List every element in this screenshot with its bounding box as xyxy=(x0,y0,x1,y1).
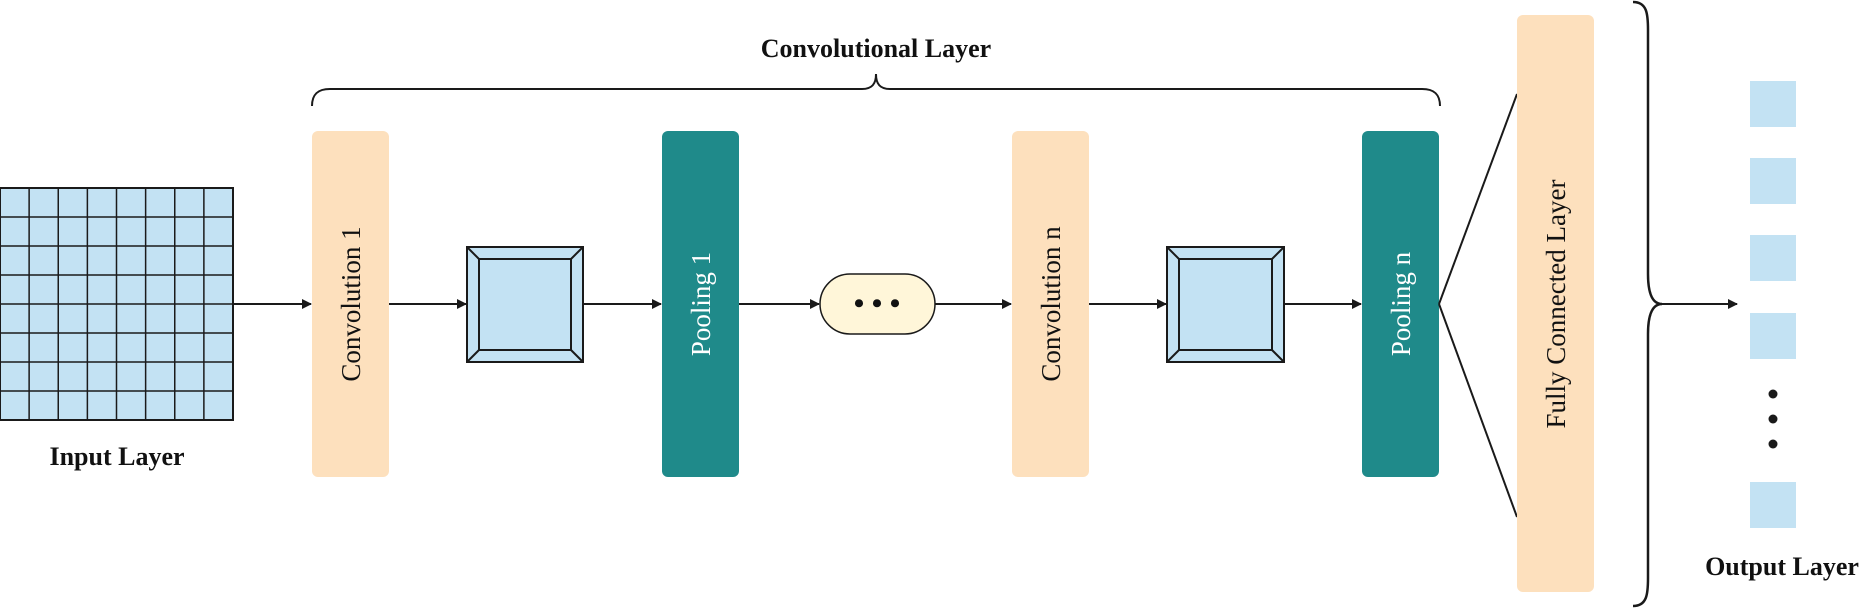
fully-connected-block xyxy=(1517,15,1594,592)
convolution-n-block xyxy=(1012,131,1089,477)
convolution-1-block xyxy=(312,131,389,477)
pooling-1-label: Pooling 1 xyxy=(686,252,716,356)
convolutional-layer-title: Convolutional Layer xyxy=(761,34,991,63)
output-layer-label: Output Layer xyxy=(1705,552,1859,581)
ellipsis-pill xyxy=(819,273,936,335)
pooling-n-label: Pooling n xyxy=(1386,251,1416,356)
output-node xyxy=(1750,482,1796,528)
pooling-n-block xyxy=(1362,131,1439,477)
output-node xyxy=(1750,313,1796,359)
feature-map-n xyxy=(1166,246,1285,363)
ellipsis-text: • • • xyxy=(854,287,901,320)
feature-map-1 xyxy=(466,246,584,363)
convolution-n-label: Convolution n xyxy=(1036,226,1066,382)
output-node xyxy=(1750,235,1796,281)
output-node xyxy=(1750,81,1796,127)
convolution-1-label: Convolution 1 xyxy=(336,226,366,381)
input-layer-grid xyxy=(0,187,234,421)
fan-line-bottom xyxy=(1438,303,1518,518)
input-grid-lines xyxy=(0,188,233,420)
convolutional-layer-brace xyxy=(311,73,1441,107)
output-ellipsis-dots xyxy=(1768,389,1778,449)
input-layer-label: Input Layer xyxy=(49,442,184,471)
fully-connected-label: Fully Connected Layer xyxy=(1541,180,1571,429)
output-node xyxy=(1750,158,1796,204)
fan-line-top xyxy=(1438,93,1518,305)
output-brace xyxy=(1632,0,1663,608)
pooling-1-block xyxy=(662,131,739,477)
